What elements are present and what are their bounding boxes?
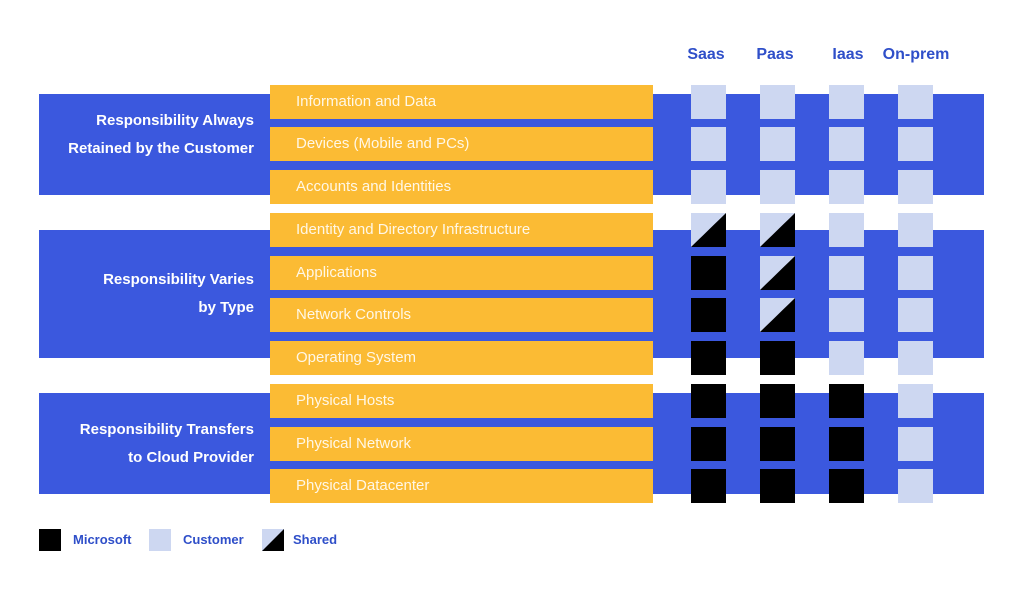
- matrix-cell-microsoft: [691, 298, 726, 332]
- matrix-cell-customer: [760, 85, 795, 119]
- column-header-saas: Saas: [687, 46, 725, 63]
- matrix-cell-shared: [760, 298, 795, 332]
- matrix-cell-customer: [898, 85, 933, 119]
- row-label: Physical Network: [270, 427, 653, 461]
- matrix-cell-customer: [760, 127, 795, 161]
- matrix-cell-microsoft: [829, 469, 864, 503]
- row-label: Devices (Mobile and PCs): [270, 127, 653, 161]
- matrix-cell-customer: [829, 341, 864, 375]
- row-label: Network Controls: [270, 298, 653, 332]
- row-label: Accounts and Identities: [270, 170, 653, 204]
- row-label: Information and Data: [270, 85, 653, 119]
- group-label-transfers: Responsibility Transfers to Cloud Provid…: [39, 416, 254, 472]
- legend-label-microsoft: Microsoft: [73, 532, 132, 547]
- row-label: Operating System: [270, 341, 653, 375]
- matrix-cell-customer: [898, 427, 933, 461]
- row-label: Identity and Directory Infrastructure: [270, 213, 653, 247]
- group-label-line: by Type: [198, 299, 254, 316]
- matrix-cell-microsoft: [760, 469, 795, 503]
- matrix-cell-customer: [898, 341, 933, 375]
- group-label-line: Responsibility Always: [96, 112, 254, 129]
- legend-swatch-microsoft: [39, 529, 61, 551]
- matrix-cell-shared: [760, 213, 795, 247]
- matrix-cell-customer: [829, 170, 864, 204]
- row-label: Physical Hosts: [270, 384, 653, 418]
- row-label: Applications: [270, 256, 653, 290]
- matrix-cell-customer: [898, 213, 933, 247]
- matrix-cell-microsoft: [691, 469, 726, 503]
- matrix-cell-microsoft: [829, 384, 864, 418]
- matrix-cell-customer: [898, 469, 933, 503]
- column-header-on-prem: On-prem: [882, 46, 950, 63]
- row-label: Physical Datacenter: [270, 469, 653, 503]
- matrix-cell-microsoft: [691, 341, 726, 375]
- group-label-line: Responsibility Transfers: [79, 421, 254, 438]
- matrix-cell-customer: [691, 170, 726, 204]
- matrix-cell-microsoft: [829, 427, 864, 461]
- matrix-cell-shared: [760, 256, 795, 290]
- group-label-varies: Responsibility Varies by Type: [39, 266, 254, 322]
- matrix-cell-microsoft: [691, 384, 726, 418]
- matrix-cell-customer: [898, 384, 933, 418]
- matrix-cell-customer: [691, 127, 726, 161]
- matrix-cell-customer: [829, 256, 864, 290]
- group-label-line: Responsibility Varies: [103, 271, 254, 288]
- matrix-cell-microsoft: [760, 384, 795, 418]
- group-label-line: to Cloud Provider: [128, 449, 254, 466]
- matrix-cell-microsoft: [760, 341, 795, 375]
- matrix-cell-customer: [829, 298, 864, 332]
- group-label-line: Retained by the Customer: [68, 140, 254, 157]
- legend-label-customer: Customer: [183, 532, 244, 547]
- matrix-cell-microsoft: [691, 427, 726, 461]
- matrix-cell-microsoft: [760, 427, 795, 461]
- legend-swatch-customer: [149, 529, 171, 551]
- matrix-cell-customer: [691, 85, 726, 119]
- matrix-cell-customer: [829, 213, 864, 247]
- matrix-cell-shared: [691, 213, 726, 247]
- group-label-retained: Responsibility Always Retained by the Cu…: [39, 107, 254, 163]
- legend-swatch-shared: [262, 529, 284, 551]
- matrix-cell-microsoft: [691, 256, 726, 290]
- column-header-iaas: Iaas: [832, 46, 864, 63]
- matrix-cell-customer: [760, 170, 795, 204]
- matrix-cell-customer: [829, 85, 864, 119]
- column-header-paas: Paas: [756, 46, 794, 63]
- group-band-varies: [39, 230, 984, 358]
- legend-label-shared: Shared: [293, 532, 338, 547]
- matrix-cell-customer: [898, 256, 933, 290]
- matrix-cell-customer: [829, 127, 864, 161]
- matrix-cell-customer: [898, 298, 933, 332]
- matrix-cell-customer: [898, 127, 933, 161]
- matrix-cell-customer: [898, 170, 933, 204]
